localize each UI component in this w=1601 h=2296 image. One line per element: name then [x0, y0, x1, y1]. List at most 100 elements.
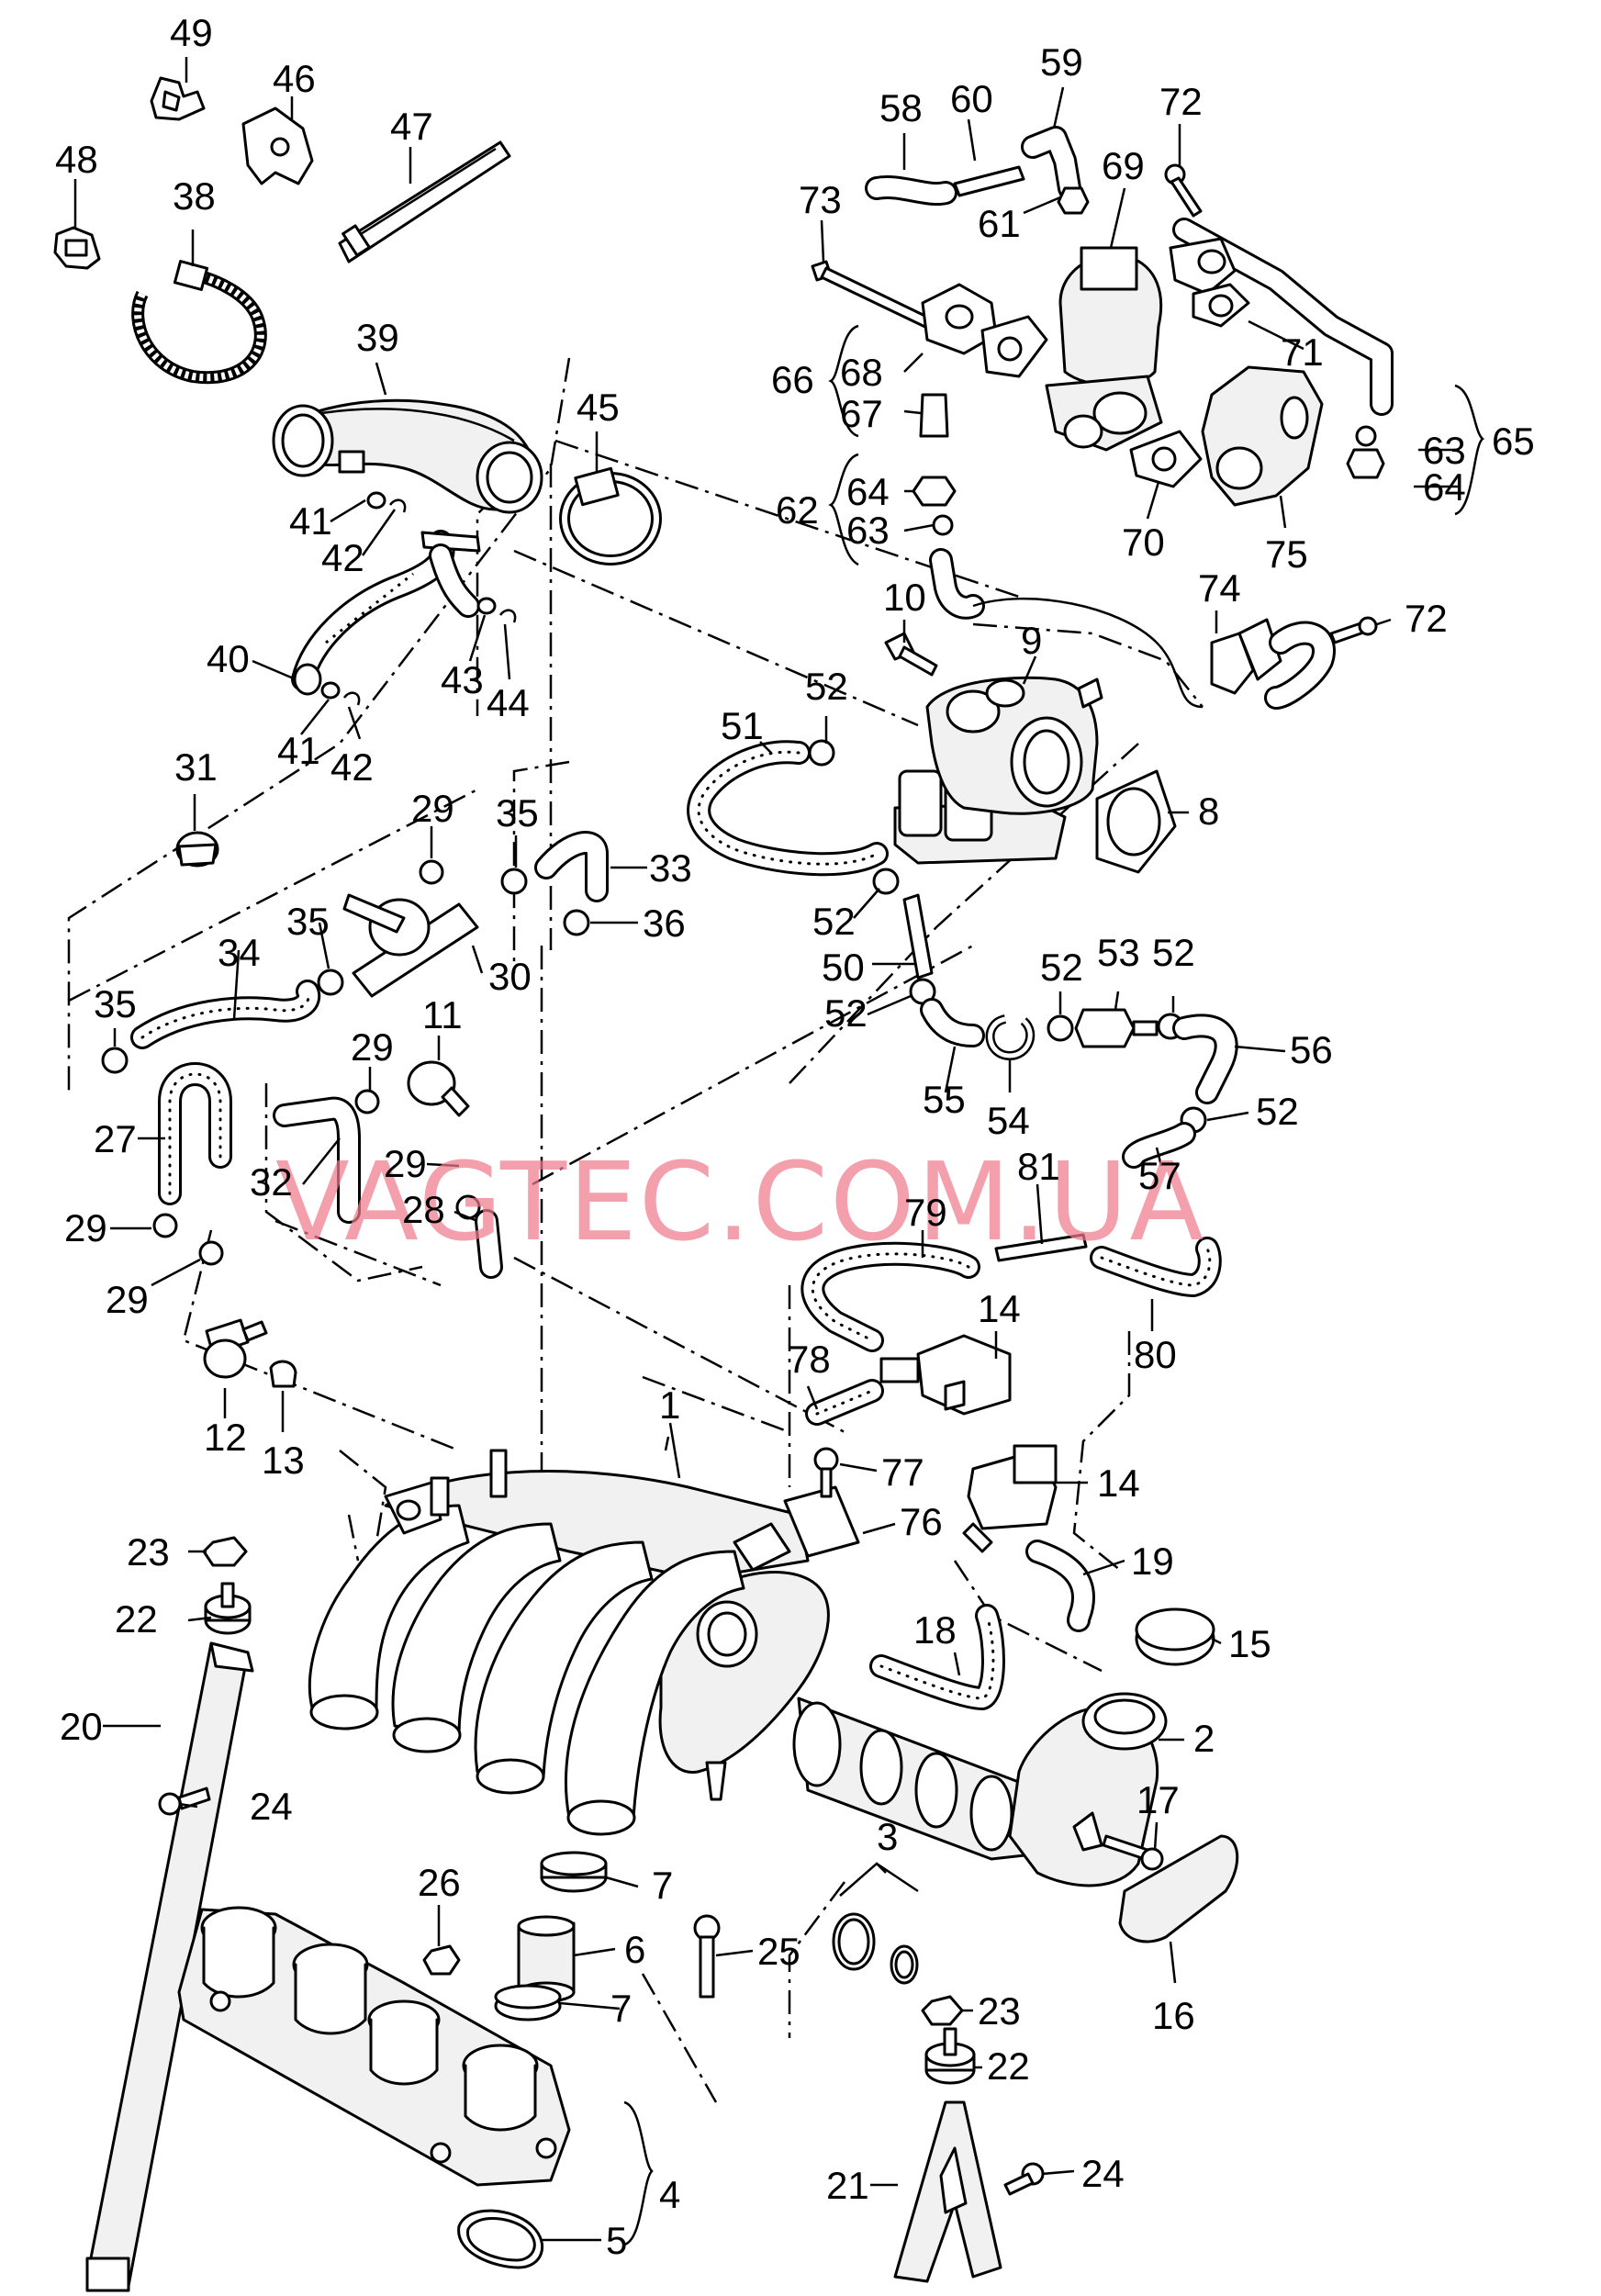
- callout-29b: 29: [351, 1025, 394, 1069]
- callout-54: 54: [987, 1099, 1030, 1142]
- gasket-8: [1095, 769, 1177, 874]
- callout-69: 69: [1102, 144, 1145, 187]
- callout-19: 19: [1131, 1540, 1174, 1583]
- callout-31: 31: [174, 745, 218, 789]
- hose-clamp-38: [131, 260, 267, 385]
- pipe-81: [994, 1233, 1088, 1262]
- callout-3: 3: [877, 1815, 898, 1858]
- callout-8: 8: [1198, 790, 1219, 833]
- cable-guide-47: [338, 140, 511, 263]
- hose-80: [1090, 1237, 1222, 1297]
- nut-64-63: [912, 425, 1385, 536]
- nut-23a: [202, 1536, 248, 1567]
- callout-29c: 29: [384, 1142, 427, 1185]
- callout-14b: 14: [1097, 1462, 1140, 1505]
- callout-12: 12: [204, 1416, 247, 1459]
- callout-64b: 64: [846, 470, 890, 513]
- connector-67: [919, 393, 949, 438]
- callout-68: 68: [840, 351, 883, 394]
- callout-41b: 41: [277, 729, 320, 772]
- pipe-62: [929, 548, 1204, 709]
- callout-38: 38: [173, 174, 216, 218]
- callout-1: 1: [659, 1383, 680, 1427]
- callout-22b: 22: [987, 2044, 1030, 2088]
- callout-33: 33: [649, 846, 692, 890]
- callout-22a: 22: [115, 1597, 158, 1641]
- callout-35a: 35: [496, 791, 539, 834]
- callout-81: 81: [1017, 1145, 1060, 1188]
- callout-14a: 14: [978, 1287, 1021, 1330]
- hose-56: [1172, 1014, 1238, 1104]
- valve-12: [203, 1318, 268, 1379]
- hose-32: [273, 1096, 361, 1224]
- gasket-5: [457, 2209, 544, 2269]
- callout-35c: 35: [94, 982, 137, 1025]
- callout-20: 20: [60, 1705, 103, 1748]
- callout-15: 15: [1228, 1622, 1271, 1665]
- gasket: [980, 315, 1048, 378]
- bolt-24b: [1003, 2162, 1045, 2196]
- callout-5: 5: [606, 2219, 627, 2262]
- callout-21: 21: [826, 2164, 869, 2207]
- callout-63b: 63: [846, 509, 890, 552]
- callout-51: 51: [721, 704, 764, 747]
- support-20: [85, 1641, 254, 2292]
- callout-9: 9: [1021, 619, 1042, 662]
- callout-71: 71: [1281, 330, 1324, 374]
- callout-6: 6: [624, 1928, 645, 1971]
- callout-36: 36: [643, 902, 686, 945]
- callout-23a: 23: [127, 1530, 170, 1574]
- bracket-75: [1201, 365, 1324, 507]
- callout-17: 17: [1136, 1778, 1180, 1821]
- support-21: [893, 2100, 1002, 2283]
- callout-79: 79: [904, 1191, 947, 1234]
- hose-79: [800, 1241, 980, 1352]
- egr-valve-69: [1045, 246, 1163, 452]
- cap-31: [175, 831, 219, 868]
- callout-52f: 52: [1256, 1090, 1299, 1133]
- watermark-text: VAGTEC.COM.UA: [275, 1138, 1205, 1265]
- callout-58: 58: [879, 86, 923, 129]
- callout-80: 80: [1134, 1333, 1177, 1376]
- nut-61: [1057, 186, 1090, 215]
- callout-50: 50: [822, 946, 865, 989]
- hose-51: [687, 740, 889, 877]
- bolt-17: [1102, 1834, 1164, 1871]
- cap-15: [1135, 1607, 1215, 1666]
- hose-33: [534, 831, 609, 902]
- bolt-73: [811, 260, 938, 332]
- intake-pipe-39: [272, 398, 543, 514]
- clamp-54: [985, 1014, 1036, 1061]
- callout-77: 77: [881, 1450, 924, 1494]
- vacuum-unit-11: [407, 1060, 470, 1117]
- callout-57: 57: [1138, 1154, 1181, 1197]
- hose-58-60-59: [865, 126, 1081, 206]
- pipe-74: [1210, 618, 1336, 710]
- bolt-10: [884, 632, 938, 677]
- hose-57: [1122, 1122, 1196, 1169]
- breather-hose-40: [291, 530, 481, 696]
- clip-48: [53, 226, 101, 270]
- callout-52b: 52: [812, 900, 856, 943]
- callout-48: 48: [55, 138, 98, 181]
- callout-61: 61: [978, 202, 1021, 245]
- callout-4: 4: [659, 2173, 680, 2216]
- bolt-72b: [1329, 616, 1378, 644]
- callout-27: 27: [94, 1117, 137, 1160]
- callout-65: 65: [1492, 420, 1535, 463]
- callout-23b: 23: [978, 1989, 1021, 2033]
- leader-lines: [73, 57, 1460, 2242]
- callout-74: 74: [1198, 566, 1241, 610]
- bolt-77: [813, 1447, 839, 1498]
- callout-52d: 52: [1040, 946, 1083, 989]
- hose-28: [475, 1209, 503, 1279]
- callout-56: 56: [1290, 1028, 1333, 1071]
- hose-55: [920, 998, 985, 1047]
- gasket-70: [1129, 430, 1203, 488]
- callout-44: 44: [487, 681, 530, 724]
- valve-30: [342, 893, 479, 998]
- callout-49: 49: [170, 11, 213, 54]
- hose-78: [805, 1379, 884, 1426]
- callout-24b: 24: [1081, 2152, 1125, 2195]
